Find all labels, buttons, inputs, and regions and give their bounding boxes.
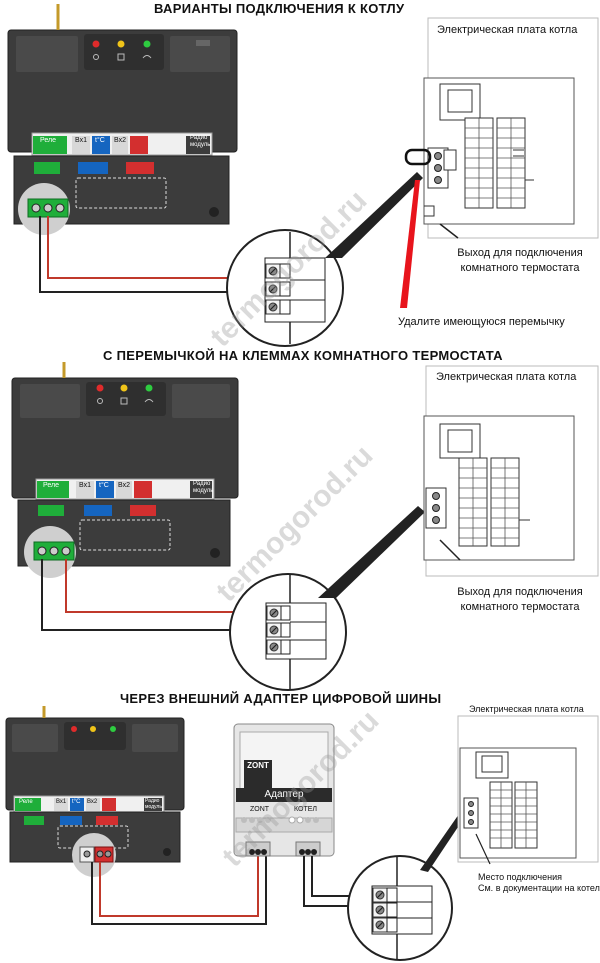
controller-1: [7, 4, 238, 235]
input1-label-2: Вх1: [79, 482, 91, 489]
zoom-circle-1: [226, 229, 344, 347]
wire-black-1: [39, 216, 272, 293]
boiler-board-3: [457, 715, 599, 865]
relay-label-1: Реле: [40, 137, 56, 144]
wire-red-3: [99, 856, 259, 917]
zont-adapter: [233, 723, 335, 857]
adapter-zont-port-label: ZONT: [250, 806, 270, 813]
section-title-1: ВАРИАНТЫ ПОДКЛЮЧЕНИЯ К КОТЛУ: [154, 1, 405, 16]
input2-label-1: Вх2: [114, 137, 126, 144]
adapter-kotel-port-label: КОТЕЛ: [294, 806, 317, 813]
wire-black-3: [91, 856, 267, 925]
relay-label-2: Реле: [43, 482, 59, 489]
boiler-board-label-2: Электрическая плата котла: [436, 371, 577, 383]
boiler-board-label-1: Электрическая плата котла: [437, 24, 578, 36]
temp-label-2: t°C: [99, 482, 109, 489]
input1-label-3: Вх1: [56, 799, 67, 805]
section-3: [5, 706, 599, 961]
relay-label-3: Реле: [19, 799, 33, 805]
boiler-board-1: [404, 17, 599, 239]
zoom-connector-1: [325, 172, 423, 258]
remove-jumper-note: Удалите имеющуюся перемычку: [398, 316, 565, 328]
zoom-connector-2: [318, 506, 425, 598]
wire-bus-1: [303, 856, 362, 907]
adapter-brand-logo: ZONT: [247, 761, 269, 770]
jumper-1: [404, 148, 432, 166]
boiler-board-2: [423, 365, 599, 577]
boiler-board-label-3: Электрическая плата котла: [469, 704, 584, 714]
wire-red-1: [47, 216, 272, 279]
temp-label-3: t°C: [72, 799, 81, 805]
controller-3: [5, 706, 185, 877]
section-title-2: С ПЕРЕМЫЧКОЙ НА КЛЕММАХ КОМНАТНОГО ТЕРМО…: [103, 348, 503, 363]
section-title-3: ЧЕРЕЗ ВНЕШНИЙ АДАПТЕР ЦИФРОВОЙ ШИНЫ: [120, 691, 442, 706]
section-2: [11, 362, 599, 691]
zoom-circle-2: [229, 573, 347, 691]
section-1: [7, 4, 599, 347]
wire-bus-2: [311, 856, 362, 897]
input2-label-2: Вх2: [118, 482, 130, 489]
temp-label-1: t°C: [95, 137, 105, 144]
input1-label-1: Вх1: [75, 137, 87, 144]
zoom-connector-3: [420, 814, 464, 872]
jumper-beam-1: [400, 180, 420, 308]
input2-label-3: Вх2: [87, 799, 98, 805]
wire-red-2: [65, 559, 272, 613]
wire-black-2: [41, 559, 272, 631]
zoom-circle-3: [347, 855, 453, 961]
controller-2: [11, 362, 239, 578]
adapter-name: Адаптер: [264, 789, 304, 800]
